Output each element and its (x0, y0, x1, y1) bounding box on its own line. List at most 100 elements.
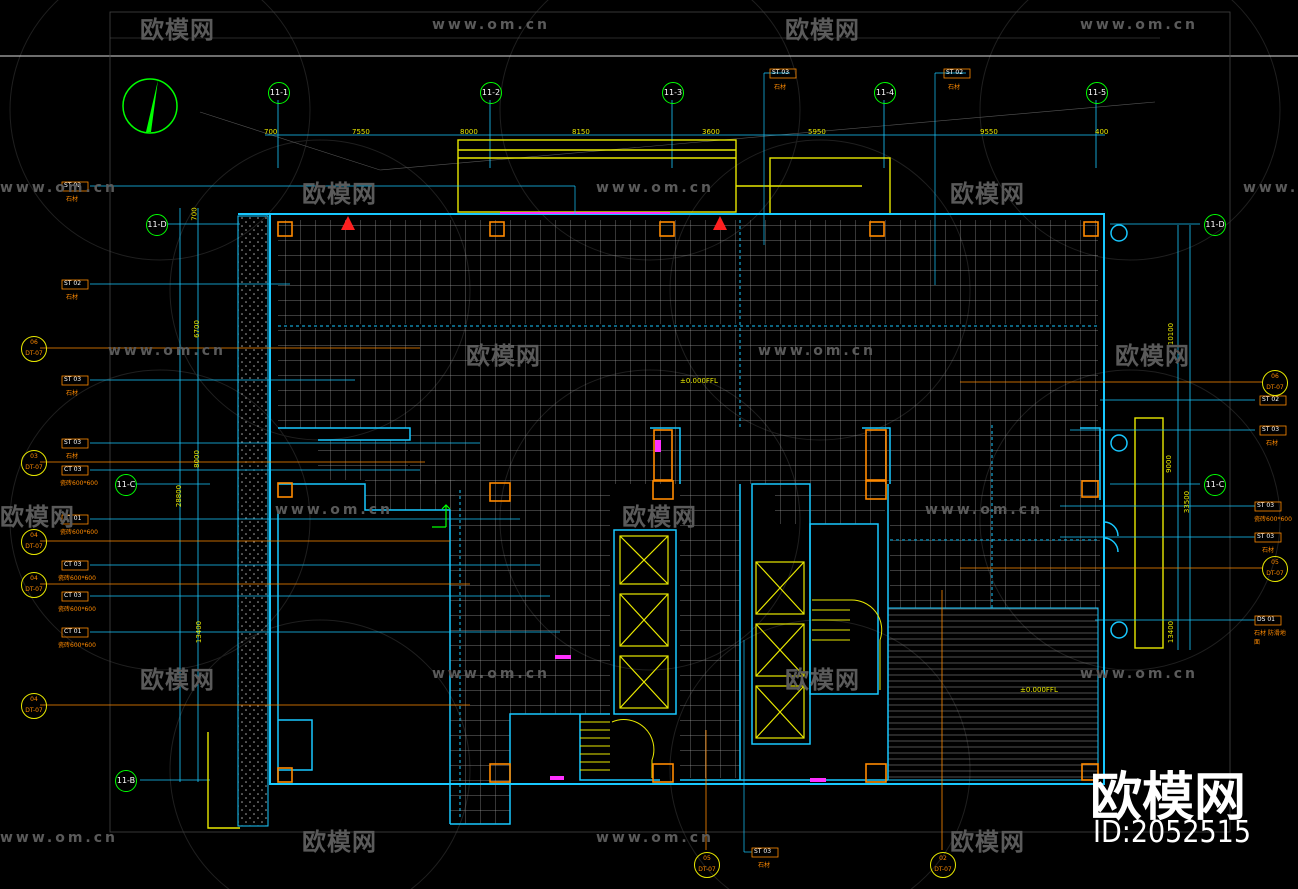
bubble-number: 05 (1271, 559, 1279, 566)
dimension: 5950 (808, 128, 826, 136)
dimension: 28800 (175, 484, 184, 508)
grid-bubble: 11-D (1204, 214, 1226, 236)
bubble-number: 06 (1271, 373, 1279, 380)
tag-code: ST 03 (772, 69, 790, 76)
bubble-sheet: DT-07 (25, 543, 43, 550)
tag-code: CT 03 (64, 466, 82, 473)
model-id: ID:2052515 (1093, 815, 1252, 850)
watermark-brand: 欧模网 (785, 16, 860, 44)
watermark-brand: 欧模网 (140, 16, 215, 44)
dimension: 13400 (195, 620, 204, 644)
tag-note: 瓷砖600*600 (58, 575, 96, 582)
watermark-url: www.om.cn (596, 180, 715, 196)
dimension: 3600 (702, 128, 720, 136)
tag-code: ST 03 (1257, 502, 1275, 509)
watermark-brand: 欧模网 (1115, 342, 1190, 370)
tag-code: ST 03 (64, 376, 82, 383)
level-mark: ±0.000FFL (680, 377, 718, 385)
level-mark: ±0.000FFL (1020, 686, 1058, 694)
dimension: 9550 (980, 128, 998, 136)
watermark-brand: 欧模网 (140, 666, 215, 694)
grid-bubble: 11-5 (1086, 82, 1108, 104)
dimension: 8000 (192, 450, 201, 468)
watermark-url: www.om.cn (1080, 666, 1199, 682)
watermark-brand: 欧模网 (302, 180, 377, 208)
tag-code: ST 03 (64, 439, 82, 446)
tag-note: 石材 (66, 390, 79, 397)
tag-note: 瓷砖600*600 (58, 606, 96, 613)
tag-note: 石材 (948, 84, 961, 91)
tag-note: 石材 (66, 196, 79, 203)
watermark-url: www.om.cn (432, 666, 551, 682)
watermark-url: www.om.cn (275, 502, 394, 518)
grid-bubble: 11-C (115, 474, 137, 496)
bubble-number: 02 (939, 855, 947, 862)
tag-note: 石材 (758, 862, 771, 869)
bubble-sheet: DT-07 (25, 707, 43, 714)
watermark-brand: 欧模网 (785, 666, 860, 694)
watermark-url: www.om.cn (0, 830, 119, 846)
tag-note: 瓷砖600*600 (60, 529, 98, 536)
watermark-brand: 欧模网 (302, 828, 377, 856)
watermark-brand: 欧模网 (950, 180, 1025, 208)
tag-note: 石材 (1262, 547, 1275, 554)
watermark-url: www.om.cn (0, 180, 119, 196)
bubble-number: 04 (30, 696, 38, 703)
bubble-number: 04 (30, 575, 38, 582)
grid-bubble: 11-2 (480, 82, 502, 104)
tag-code: ST 03 (754, 848, 772, 855)
tag-note: 石材 (66, 453, 79, 460)
tag-code: ST 02 (64, 280, 82, 287)
brand-logo-text: 欧模网 (1090, 768, 1247, 828)
tag-code: ST 03 (1262, 426, 1280, 433)
bubble-number: 03 (30, 453, 38, 460)
bubble-sheet: DT-07 (1266, 384, 1284, 391)
tag-code: CT 01 (64, 515, 82, 522)
tag-code: DS 01 (1257, 616, 1275, 623)
dimension: 7550 (352, 128, 370, 136)
watermark-brand: 欧模网 (622, 503, 697, 531)
dimension: 8150 (572, 128, 590, 136)
watermark-brand: 欧模网 (950, 828, 1025, 856)
tag-note: 石材 防滑地面 (1254, 630, 1286, 646)
dimension: 700 (264, 128, 278, 136)
watermark-brand: 欧模网 (0, 503, 75, 531)
watermark-url: www.om.cn (596, 830, 715, 846)
grid-bubble: 11-D (146, 214, 168, 236)
dimension: 700 (190, 207, 199, 221)
dimension: 6700 (192, 320, 201, 338)
bubble-sheet: DT-07 (25, 464, 43, 471)
dimension: 13400 (1167, 620, 1176, 644)
tag-note: 石材 (66, 294, 79, 301)
tag-note: 瓷砖600*600 (60, 480, 98, 487)
watermark-brand: 欧模网 (466, 342, 541, 370)
tag-code: ST 02 (946, 69, 964, 76)
tag-code: ST 02 (1262, 396, 1280, 403)
bubble-number: 04 (30, 532, 38, 539)
bubble-sheet: DT-07 (934, 866, 952, 873)
dimension: 33500 (1183, 490, 1192, 514)
dimension: 8000 (460, 128, 478, 136)
grid-bubble: 11-3 (662, 82, 684, 104)
tag-note: 石材 (1266, 440, 1279, 447)
watermark-url: www.om.cn (1080, 17, 1199, 33)
dimension: 9000 (1164, 455, 1173, 473)
grid-bubble: 11-4 (874, 82, 896, 104)
watermark-url: www.om.cn (758, 343, 877, 359)
tag-note: 石材 (774, 84, 787, 91)
bubble-sheet: DT-07 (25, 586, 43, 593)
bubble-number: 06 (30, 339, 38, 346)
bubble-sheet: DT-07 (1266, 570, 1284, 577)
watermark-url: www.om.cn (432, 17, 551, 33)
